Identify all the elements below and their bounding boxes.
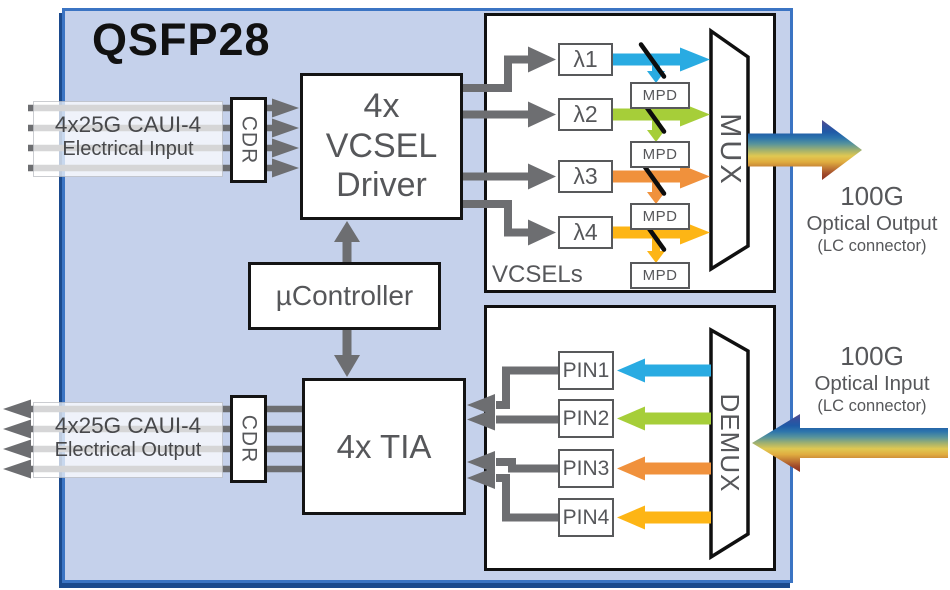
lambda2-box: λ2 xyxy=(558,98,613,131)
electrical-output-line1: 4x25G CAUI-4 xyxy=(54,413,202,438)
mpd3-label: MPD xyxy=(642,208,678,225)
optical-input-arrow xyxy=(752,414,948,472)
electrical-output-arrowheads xyxy=(3,399,31,479)
pin2-box: PIN2 xyxy=(558,399,614,438)
pin2-label: PIN2 xyxy=(562,406,610,430)
demux-label: DEMUX xyxy=(715,393,745,493)
pin3-box: PIN3 xyxy=(558,449,614,488)
demux-to-pin4-beam xyxy=(617,505,711,530)
demux-to-pin1-beam xyxy=(617,358,711,383)
optical-output-arrow xyxy=(748,120,862,180)
optical-output-line2: Optical Output xyxy=(806,212,938,235)
lambda1-beam xyxy=(611,47,710,72)
vcsel-to-lambda-wires xyxy=(456,55,529,237)
lambda3-box: λ3 xyxy=(558,160,613,193)
mpd4-box: MPD xyxy=(630,262,690,289)
mpd3-tap-arrow xyxy=(647,182,665,204)
ucontroller-block: µController xyxy=(248,262,441,330)
cdr-to-vcsel-arrowheads xyxy=(272,98,299,178)
electrical-input-line1: 4x25G CAUI-4 xyxy=(54,112,202,137)
lambda4-box: λ4 xyxy=(558,216,613,249)
demux-shape xyxy=(709,326,750,561)
cdr-block-top: CDR xyxy=(230,97,267,183)
pin1-box: PIN1 xyxy=(558,351,614,390)
tia-block: 4x TIA xyxy=(302,378,466,515)
demux-to-pin2-beam xyxy=(617,406,711,431)
pin1-label: PIN1 xyxy=(562,358,610,382)
pin3-label: PIN3 xyxy=(562,456,610,480)
electrical-input-line2: Electrical Input xyxy=(62,138,194,160)
electrical-input-label: 4x25G CAUI-4 Electrical Input xyxy=(33,101,223,177)
mux-label: MUX xyxy=(714,113,746,187)
vcsel-driver-line2: VCSEL xyxy=(325,126,438,165)
lambda3-label: λ3 xyxy=(573,163,598,189)
electrical-output-line2: Electrical Output xyxy=(54,439,202,461)
pin4-label: PIN4 xyxy=(562,505,610,529)
cdr-bottom-label: CDR xyxy=(237,414,261,464)
lambda4-label: λ4 xyxy=(573,219,598,245)
cdr-block-bottom: CDR xyxy=(230,395,267,483)
electrical-output-label: 4x25G CAUI-4 Electrical Output xyxy=(33,402,223,478)
vcsel-driver-line1: 4x xyxy=(363,87,400,126)
optical-output-line3: (LC connector) xyxy=(817,237,927,255)
demux-to-pin3-beam xyxy=(617,456,711,481)
module-title: QSFP28 xyxy=(92,14,271,65)
mpd1-tap-arrow xyxy=(647,65,665,83)
tia-label: 4x TIA xyxy=(336,427,432,465)
mpd2-label: MPD xyxy=(642,146,678,163)
mpd1-label: MPD xyxy=(642,87,678,104)
lambda1-box: λ1 xyxy=(558,43,613,76)
pin-to-tia-arrowheads xyxy=(467,394,495,489)
optical-input-label: 100G Optical Input (LC connector) xyxy=(792,341,950,417)
lambda1-label: λ1 xyxy=(573,46,598,72)
vcsels-label: VCSELs xyxy=(492,261,583,288)
mpd4-label: MPD xyxy=(642,267,678,284)
optical-output-label: 100G Optical Output (LC connector) xyxy=(792,181,950,257)
optical-input-line2: Optical Input xyxy=(814,372,930,395)
mpd2-box: MPD xyxy=(630,141,690,168)
mpd4-tap-arrow xyxy=(647,238,665,263)
lambda3-beam xyxy=(611,164,710,189)
optical-output-line1: 100G xyxy=(840,181,904,211)
mpd1-box: MPD xyxy=(630,82,690,109)
mpd2-tap-arrow xyxy=(647,120,665,142)
vcsel-driver-line3: Driver xyxy=(336,166,427,205)
ucontroller-label: µController xyxy=(275,280,414,311)
pin-to-tia-wires xyxy=(496,366,560,522)
ucontroller-up-arrowhead xyxy=(334,221,360,242)
mux-shape xyxy=(709,27,750,273)
cdr-top-label: CDR xyxy=(237,115,261,165)
optical-input-line1: 100G xyxy=(840,341,904,371)
vcsel-driver-block: 4x VCSEL Driver xyxy=(300,73,463,220)
lambda2-label: λ2 xyxy=(573,101,598,127)
mpd3-box: MPD xyxy=(630,203,690,230)
vcsel-to-lambda-arrowheads xyxy=(528,46,556,246)
optical-input-line3: (LC connector) xyxy=(817,397,927,415)
pin4-box: PIN4 xyxy=(558,498,614,537)
ucontroller-down-arrowhead xyxy=(334,355,360,377)
